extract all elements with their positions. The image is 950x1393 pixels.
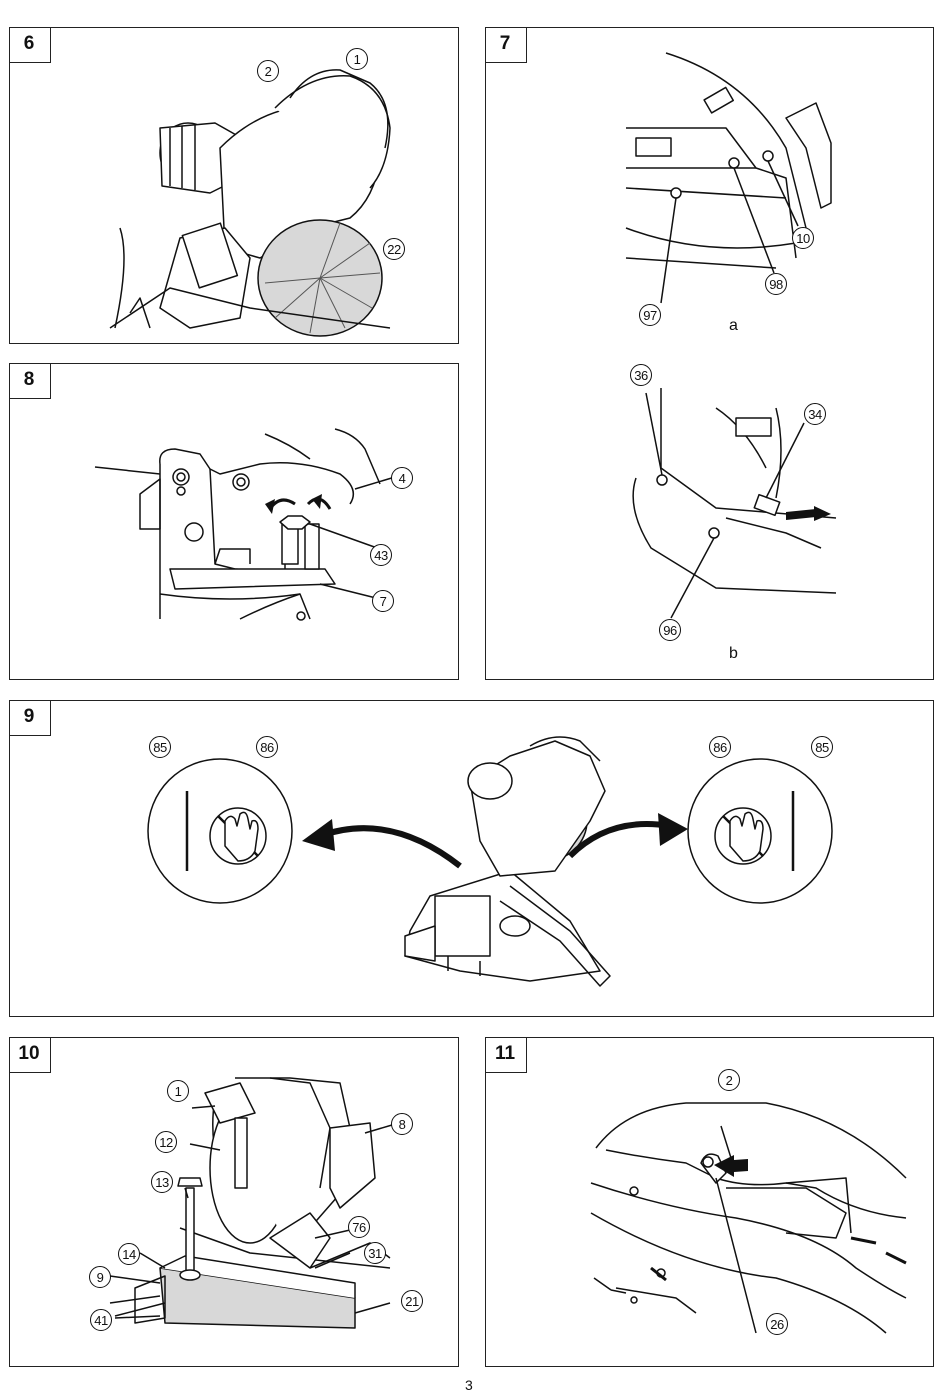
figure-6-number: 6 — [10, 28, 51, 63]
callout-26: 26 — [766, 1313, 788, 1335]
callout-13: 13 — [151, 1171, 173, 1193]
callout-1: 1 — [167, 1080, 189, 1102]
figure-9: 9 — [9, 700, 934, 1017]
saw-illustration-icon — [94, 428, 396, 621]
callout-85: 85 — [149, 736, 171, 758]
callout-10: 10 — [792, 227, 814, 249]
callout-86: 86 — [256, 736, 278, 758]
callout-43: 43 — [370, 544, 392, 566]
figure-11-number: 11 — [486, 1038, 527, 1073]
figure-7-number: 7 — [486, 28, 527, 63]
saw-illustration-icon — [109, 69, 391, 337]
callout-12: 12 — [155, 1131, 177, 1153]
callout-31: 31 — [364, 1242, 386, 1264]
figure-8-number: 8 — [10, 364, 51, 399]
figure-10: 10 1 8 12 13 76 14 — [9, 1037, 459, 1367]
figure-7: 7 10 98 97 a — [485, 27, 934, 680]
figure-6: 6 1 2 22 — [9, 27, 459, 344]
saw-illustration-icon — [590, 1102, 907, 1334]
callout-86-right: 86 — [709, 736, 731, 758]
saw-illustration-icon — [109, 1077, 393, 1329]
callout-2: 2 — [718, 1069, 740, 1091]
callout-22: 22 — [383, 238, 405, 260]
callout-7: 7 — [372, 590, 394, 612]
callout-14: 14 — [118, 1243, 140, 1265]
callout-36: 36 — [630, 364, 652, 386]
figure-9-number: 9 — [10, 701, 51, 736]
callout-21: 21 — [401, 1290, 423, 1312]
callout-2: 2 — [257, 60, 279, 82]
callout-41: 41 — [90, 1309, 112, 1331]
sub-label-a: a — [729, 317, 738, 334]
figure-10-number: 10 — [10, 1038, 51, 1073]
page-number: 3 — [465, 1377, 473, 1393]
callout-76: 76 — [348, 1216, 370, 1238]
saw-illustration-icon — [625, 52, 837, 619]
figure-8: 8 4 43 7 — [9, 363, 459, 680]
saw-illustration-icon — [147, 736, 833, 987]
callout-96: 96 — [659, 619, 681, 641]
callout-8: 8 — [391, 1113, 413, 1135]
callout-97: 97 — [639, 304, 661, 326]
callout-98: 98 — [765, 273, 787, 295]
callout-85-right: 85 — [811, 736, 833, 758]
callout-4: 4 — [391, 467, 413, 489]
callout-34: 34 — [804, 403, 826, 425]
callout-1: 1 — [346, 48, 368, 70]
figure-11: 11 2 26 — [485, 1037, 934, 1367]
sub-label-b: b — [729, 645, 738, 662]
callout-9: 9 — [89, 1266, 111, 1288]
